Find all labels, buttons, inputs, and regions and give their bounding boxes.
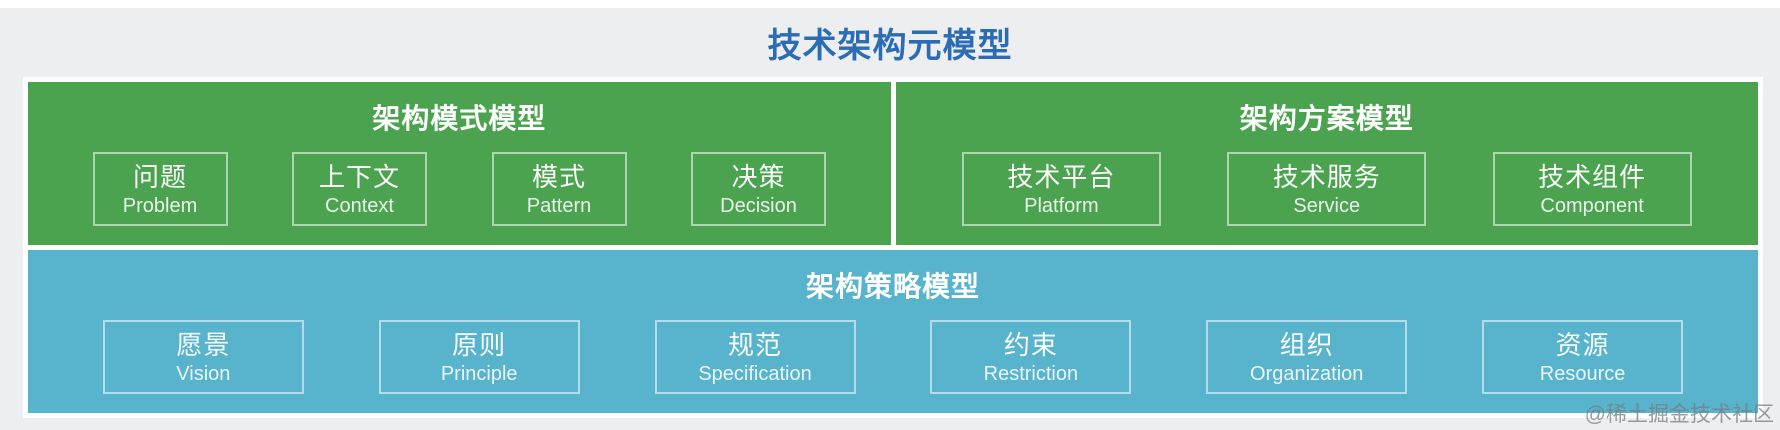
node-pattern-label-zh: 模式	[531, 161, 586, 192]
slide-background: 技术架构元模型 架构模式模型 问题 Problem 上下文 Context 模式	[0, 8, 1780, 430]
node-problem: 问题 Problem	[92, 152, 228, 226]
watermark: @稀土掘金技术社区	[1584, 403, 1774, 426]
node-vision-label-en: Vision	[176, 362, 231, 385]
node-context: 上下文 Context	[292, 152, 427, 226]
node-specification-label-en: Specification	[698, 362, 812, 385]
pattern-model-box-row: 问题 Problem 上下文 Context 模式 Pattern 决策 Dec…	[28, 152, 891, 245]
node-decision-label-zh: 决策	[731, 161, 786, 192]
architecture-meta-model-diagram: 架构模式模型 问题 Problem 上下文 Context 模式 Pattern	[23, 77, 1763, 418]
panel-pattern-model: 架构模式模型 问题 Problem 上下文 Context 模式 Pattern	[28, 82, 891, 245]
node-platform-label-en: Platform	[1024, 194, 1099, 217]
node-problem-label-en: Problem	[122, 194, 198, 217]
panel-pattern-model-title: 架构模式模型	[372, 103, 547, 134]
node-principle-label-zh: 原则	[452, 329, 507, 360]
node-platform-label-zh: 技术平台	[1007, 161, 1116, 192]
node-specification-label-zh: 规范	[728, 329, 783, 360]
panel-solution-model-title: 架构方案模型	[1239, 103, 1414, 134]
node-decision: 决策 Decision	[691, 152, 826, 226]
node-service-label-en: Service	[1293, 194, 1361, 217]
node-specification: 规范 Specification	[654, 320, 856, 394]
node-resource-label-zh: 资源	[1555, 329, 1610, 360]
node-restriction: 约束 Restriction	[930, 320, 1132, 394]
node-problem-label-zh: 问题	[132, 161, 187, 192]
panel-strategy-model: 架构策略模型 愿景 Vision 原则 Principle 规范 Specifi…	[28, 250, 1758, 413]
node-restriction-label-zh: 约束	[1003, 329, 1058, 360]
node-principle-label-en: Principle	[440, 362, 518, 385]
bottom-row: 架构策略模型 愿景 Vision 原则 Principle 规范 Specifi…	[28, 250, 1758, 413]
node-context-label-zh: 上下文	[318, 161, 400, 192]
node-organization-label-zh: 组织	[1279, 329, 1334, 360]
node-component: 技术组件 Component	[1492, 152, 1692, 226]
node-decision-label-en: Decision	[720, 194, 797, 217]
node-principle: 原则 Principle	[378, 320, 580, 394]
node-resource-label-en: Resource	[1539, 362, 1626, 385]
panel-strategy-model-title: 架构策略模型	[805, 271, 980, 302]
node-service: 技术服务 Service	[1227, 152, 1427, 226]
node-platform: 技术平台 Platform	[961, 152, 1161, 226]
node-pattern: 模式 Pattern	[491, 152, 627, 226]
node-component-label-zh: 技术组件	[1538, 161, 1647, 192]
node-pattern-label-en: Pattern	[526, 194, 592, 217]
node-context-label-en: Context	[325, 194, 394, 217]
node-resource: 资源 Resource	[1482, 320, 1684, 394]
page-title: 技术架构元模型	[767, 27, 1013, 65]
solution-model-box-row: 技术平台 Platform 技术服务 Service 技术组件 Componen…	[896, 152, 1759, 245]
panel-solution-model: 架构方案模型 技术平台 Platform 技术服务 Service 技术组件 C…	[895, 82, 1759, 245]
node-service-label-zh: 技术服务	[1272, 161, 1381, 192]
strategy-model-box-row: 愿景 Vision 原则 Principle 规范 Specification …	[28, 320, 1758, 413]
node-vision: 愿景 Vision	[102, 320, 304, 394]
node-organization: 组织 Organization	[1206, 320, 1408, 394]
top-row: 架构模式模型 问题 Problem 上下文 Context 模式 Pattern	[28, 82, 1758, 245]
node-restriction-label-en: Restriction	[983, 362, 1079, 385]
node-vision-label-zh: 愿景	[176, 329, 231, 360]
node-organization-label-en: Organization	[1250, 362, 1364, 385]
node-component-label-en: Component	[1540, 194, 1644, 217]
